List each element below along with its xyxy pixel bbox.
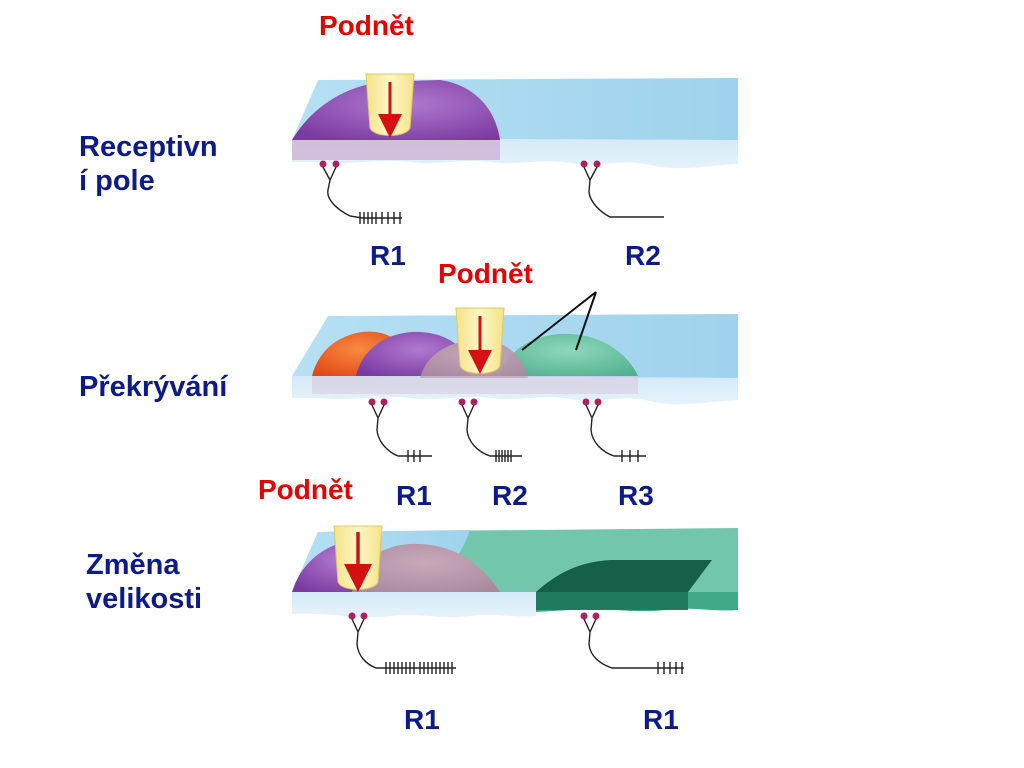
- overlap-pointer-lines: [521, 291, 597, 351]
- receptive-field-r1-large-side: [536, 592, 688, 610]
- receptor-label: R2: [492, 480, 528, 511]
- skin-slab-side: [292, 592, 536, 618]
- receptor-label: R1: [404, 704, 440, 735]
- stimulus-label-panel-3: Podnět: [258, 474, 353, 505]
- side-label-line-1: Receptivn: [79, 131, 218, 163]
- receptive-field-r3: [500, 333, 638, 376]
- panel-overlap: [292, 291, 738, 462]
- receptor-label: R1: [396, 480, 432, 511]
- side-label-panel-3: Změna velikosti: [86, 548, 202, 616]
- receptor-neuron-r1: [319, 160, 402, 224]
- side-label-panel-2: Překrývání: [79, 371, 228, 403]
- receptive-field-side: [312, 376, 638, 394]
- receptor-neuron-r1-left: [348, 612, 456, 674]
- receptive-field-r1-side: [292, 140, 500, 160]
- panel-size-change: [292, 525, 738, 674]
- stimulus-label-panel-2: Podnět: [438, 258, 533, 289]
- receptor-neuron-r2: [458, 398, 522, 462]
- receptor-neuron-r3: [582, 398, 646, 462]
- receptor-neuron-r2: [580, 160, 664, 218]
- side-label-line-2: í pole: [79, 165, 155, 197]
- stimulus-label-panel-1: Podnět: [319, 10, 414, 41]
- receptor-label: R3: [618, 480, 654, 511]
- receptor-label: R1: [643, 704, 679, 735]
- receptive-field-r1-large: [536, 560, 712, 592]
- receptor-neuron-r1-right: [580, 612, 684, 674]
- receptive-field-r1-grey: [352, 543, 500, 592]
- panel-receptive-field: [292, 73, 738, 224]
- receptor-label: R1: [370, 240, 406, 271]
- side-label-panel-1: Receptivn í pole: [79, 130, 218, 198]
- side-label-line-2: velikosti: [86, 583, 203, 615]
- receptor-label: R2: [625, 240, 661, 271]
- side-label-line-1: Změna: [86, 549, 180, 581]
- receptor-neuron-r1: [368, 398, 432, 462]
